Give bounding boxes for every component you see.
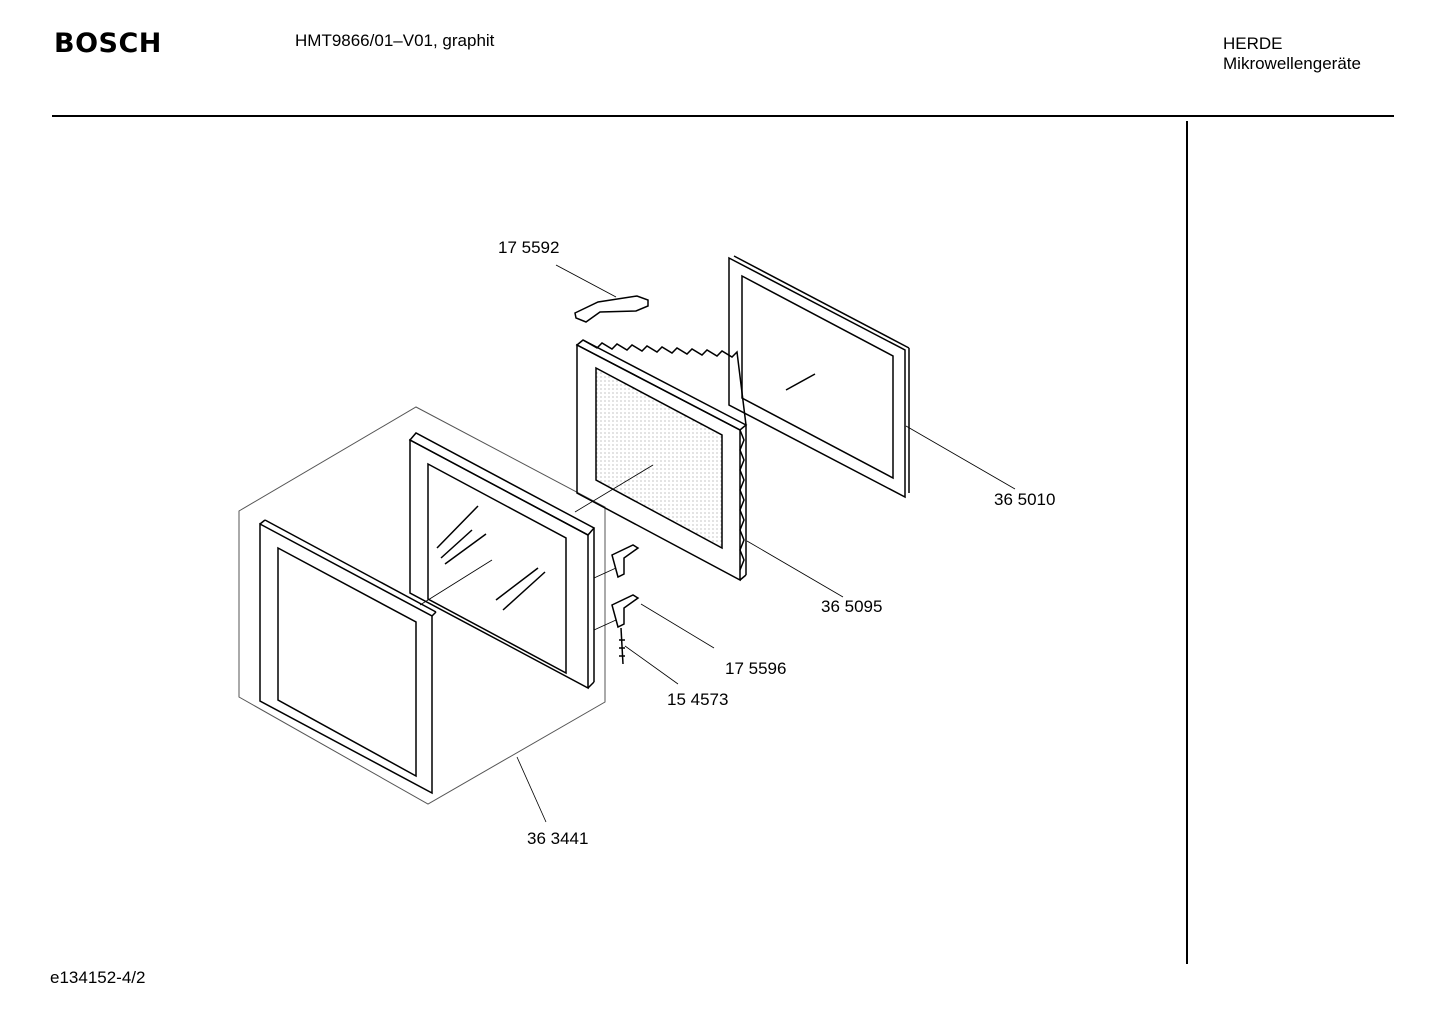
part-rear-glass <box>728 255 910 499</box>
leader-lines <box>419 264 1016 823</box>
part-door-frame-face <box>259 519 437 795</box>
leader-hook-link-1 <box>593 567 617 579</box>
leader-365010 <box>905 425 1016 490</box>
leader-hook-link-2 <box>593 619 617 631</box>
category-line-1: HERDE <box>1223 34 1283 53</box>
category-block: HERDE Mikrowellengeräte <box>1223 34 1361 74</box>
leader-175596 <box>640 603 715 649</box>
part-latch-hooks <box>611 544 640 629</box>
label-365095: 36 5095 <box>821 597 882 616</box>
model-title: HMT9866/01–V01, graphit <box>295 31 495 50</box>
leader-mesh-link <box>574 464 654 513</box>
category-line-2: Mikrowellengeräte <box>1223 54 1361 73</box>
leader-glass-link <box>419 559 493 606</box>
part-door-frame <box>238 406 606 805</box>
part-door-glass <box>408 432 596 690</box>
leader-365095 <box>746 540 844 598</box>
label-363441: 36 3441 <box>527 829 588 848</box>
label-175596: 17 5596 <box>725 659 786 678</box>
label-175592: 17 5592 <box>498 238 559 257</box>
part-spring <box>619 627 625 665</box>
margin-rule <box>1186 121 1188 964</box>
document-id: e134152-4/2 <box>50 968 146 987</box>
header-rule <box>52 115 1394 117</box>
part-top-bracket <box>574 295 649 323</box>
part-inner-frame <box>575 339 748 582</box>
leader-363441 <box>516 756 547 823</box>
label-154573: 15 4573 <box>667 690 728 709</box>
brand-logo: BOSCH <box>54 28 162 59</box>
label-365010: 36 5010 <box>994 490 1055 509</box>
leader-175592 <box>555 264 617 298</box>
leader-154573 <box>624 645 679 685</box>
